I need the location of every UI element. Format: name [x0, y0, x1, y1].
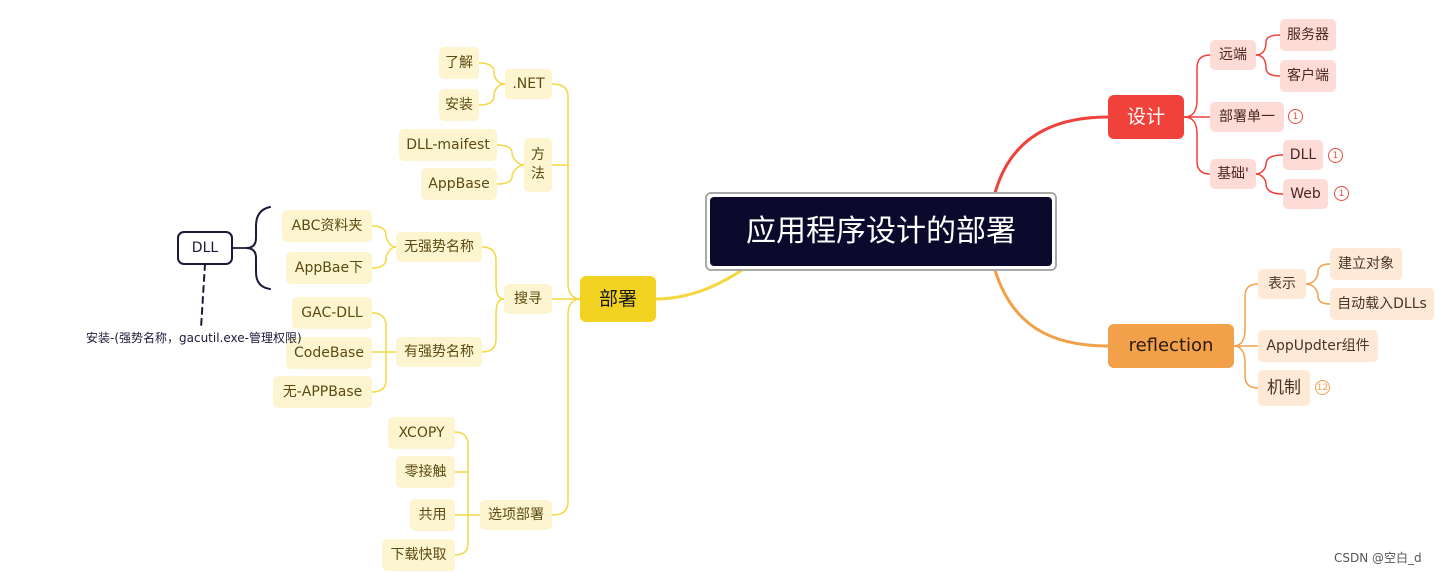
represent-node[interactable]: 表示: [1258, 269, 1306, 299]
appbase-node[interactable]: AppBase: [421, 168, 497, 200]
client-node[interactable]: 客户端: [1280, 60, 1336, 92]
appbae-node[interactable]: AppBae下: [286, 252, 372, 284]
watermark: CSDN @空白_d: [1334, 551, 1422, 565]
search-node[interactable]: 搜寻: [504, 284, 552, 314]
weak-name-node[interactable]: 无强势名称: [396, 232, 482, 262]
single-deploy-count-badge[interactable]: 1: [1288, 109, 1303, 124]
codebase-node[interactable]: CodeBase: [286, 337, 372, 369]
understand-node[interactable]: 了解: [439, 47, 479, 79]
zero-touch-node[interactable]: 零接触: [396, 456, 455, 488]
strong-name-node[interactable]: 有强势名称: [396, 337, 482, 367]
build-object-node[interactable]: 建立对象: [1330, 248, 1402, 280]
install-note: 安装-(强势名称，gacutil.exe-管理权限): [86, 331, 302, 345]
dotnet-node[interactable]: .NET: [505, 69, 552, 99]
xcopy-node[interactable]: XCOPY: [388, 417, 455, 449]
autoload-dlls-node[interactable]: 自动载入DLLs: [1330, 288, 1434, 320]
basis-web-node[interactable]: Web: [1283, 179, 1328, 209]
reflection-branch-node[interactable]: reflection: [1108, 324, 1234, 368]
method-node[interactable]: 方 法: [524, 138, 552, 192]
dll-manifest-node[interactable]: DLL-maifest: [399, 129, 497, 161]
single-deploy-node[interactable]: 部署单一: [1210, 102, 1284, 132]
basis-dll-node[interactable]: DLL: [1283, 140, 1323, 170]
root-node[interactable]: 应用程序设计的部署: [705, 192, 1057, 271]
remote-node[interactable]: 远端: [1210, 40, 1256, 70]
dll-callout-node[interactable]: DLL: [177, 231, 233, 265]
basis-node[interactable]: 基础': [1210, 159, 1256, 189]
appupdater-node[interactable]: AppUpdter组件: [1258, 330, 1378, 362]
abc-folder-node[interactable]: ABC资料夹: [282, 210, 372, 242]
basis-dll-count-badge[interactable]: 1: [1328, 148, 1343, 163]
deploy-branch-node[interactable]: 部署: [580, 276, 656, 322]
download-cache-node[interactable]: 下载快取: [382, 539, 455, 571]
shared-node[interactable]: 共用: [410, 499, 455, 531]
install-node[interactable]: 安装: [439, 89, 479, 121]
server-node[interactable]: 服务器: [1280, 19, 1336, 51]
mechanism-node[interactable]: 机制: [1258, 370, 1310, 406]
mechanism-count-badge[interactable]: 12: [1315, 380, 1330, 395]
basis-web-count-badge[interactable]: 1: [1334, 186, 1349, 201]
design-branch-node[interactable]: 设计: [1108, 95, 1184, 139]
no-appbase-node[interactable]: 无-APPBase: [273, 376, 372, 408]
gac-dll-node[interactable]: GAC-DLL: [292, 297, 372, 329]
options-deploy-node[interactable]: 选项部署: [480, 500, 552, 530]
root-title: 应用程序设计的部署: [710, 197, 1052, 266]
